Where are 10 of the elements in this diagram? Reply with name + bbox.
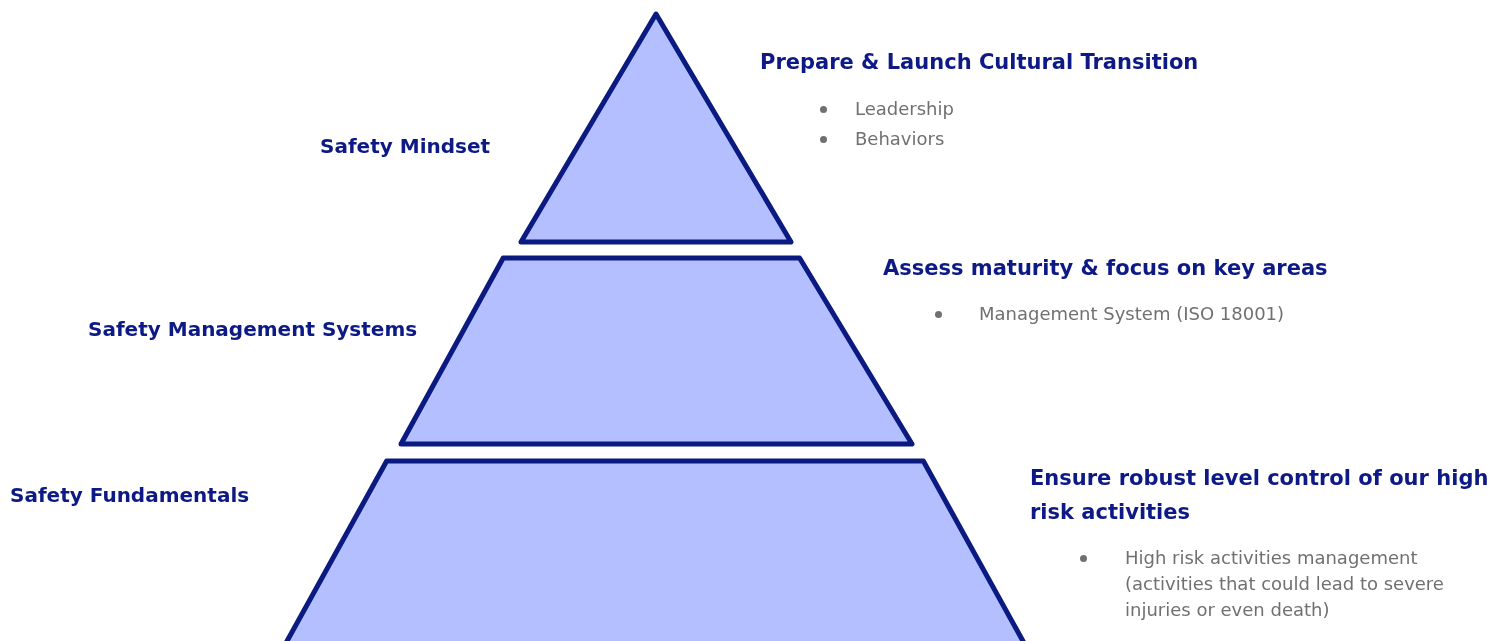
tier-label: Safety Fundamentals [10,483,250,507]
bullet-text: Management System (ISO 18001) [979,302,1285,326]
bullet-text: Behaviors [855,127,945,151]
bullet-text: High risk activities management (activities that could lead to severe injuries or even death) [1125,546,1445,622]
section-heading: Prepare & Launch Cultural Transition [760,49,1199,76]
tier-label: Safety Management Systems [88,317,418,341]
bullet-text: Leadership [855,97,954,121]
section-heading: Assess maturity & focus on key areas [883,255,1328,282]
tier-label: Safety Mindset [320,134,491,158]
section-heading: Ensure robust level control of our high risk activities [1030,465,1490,526]
